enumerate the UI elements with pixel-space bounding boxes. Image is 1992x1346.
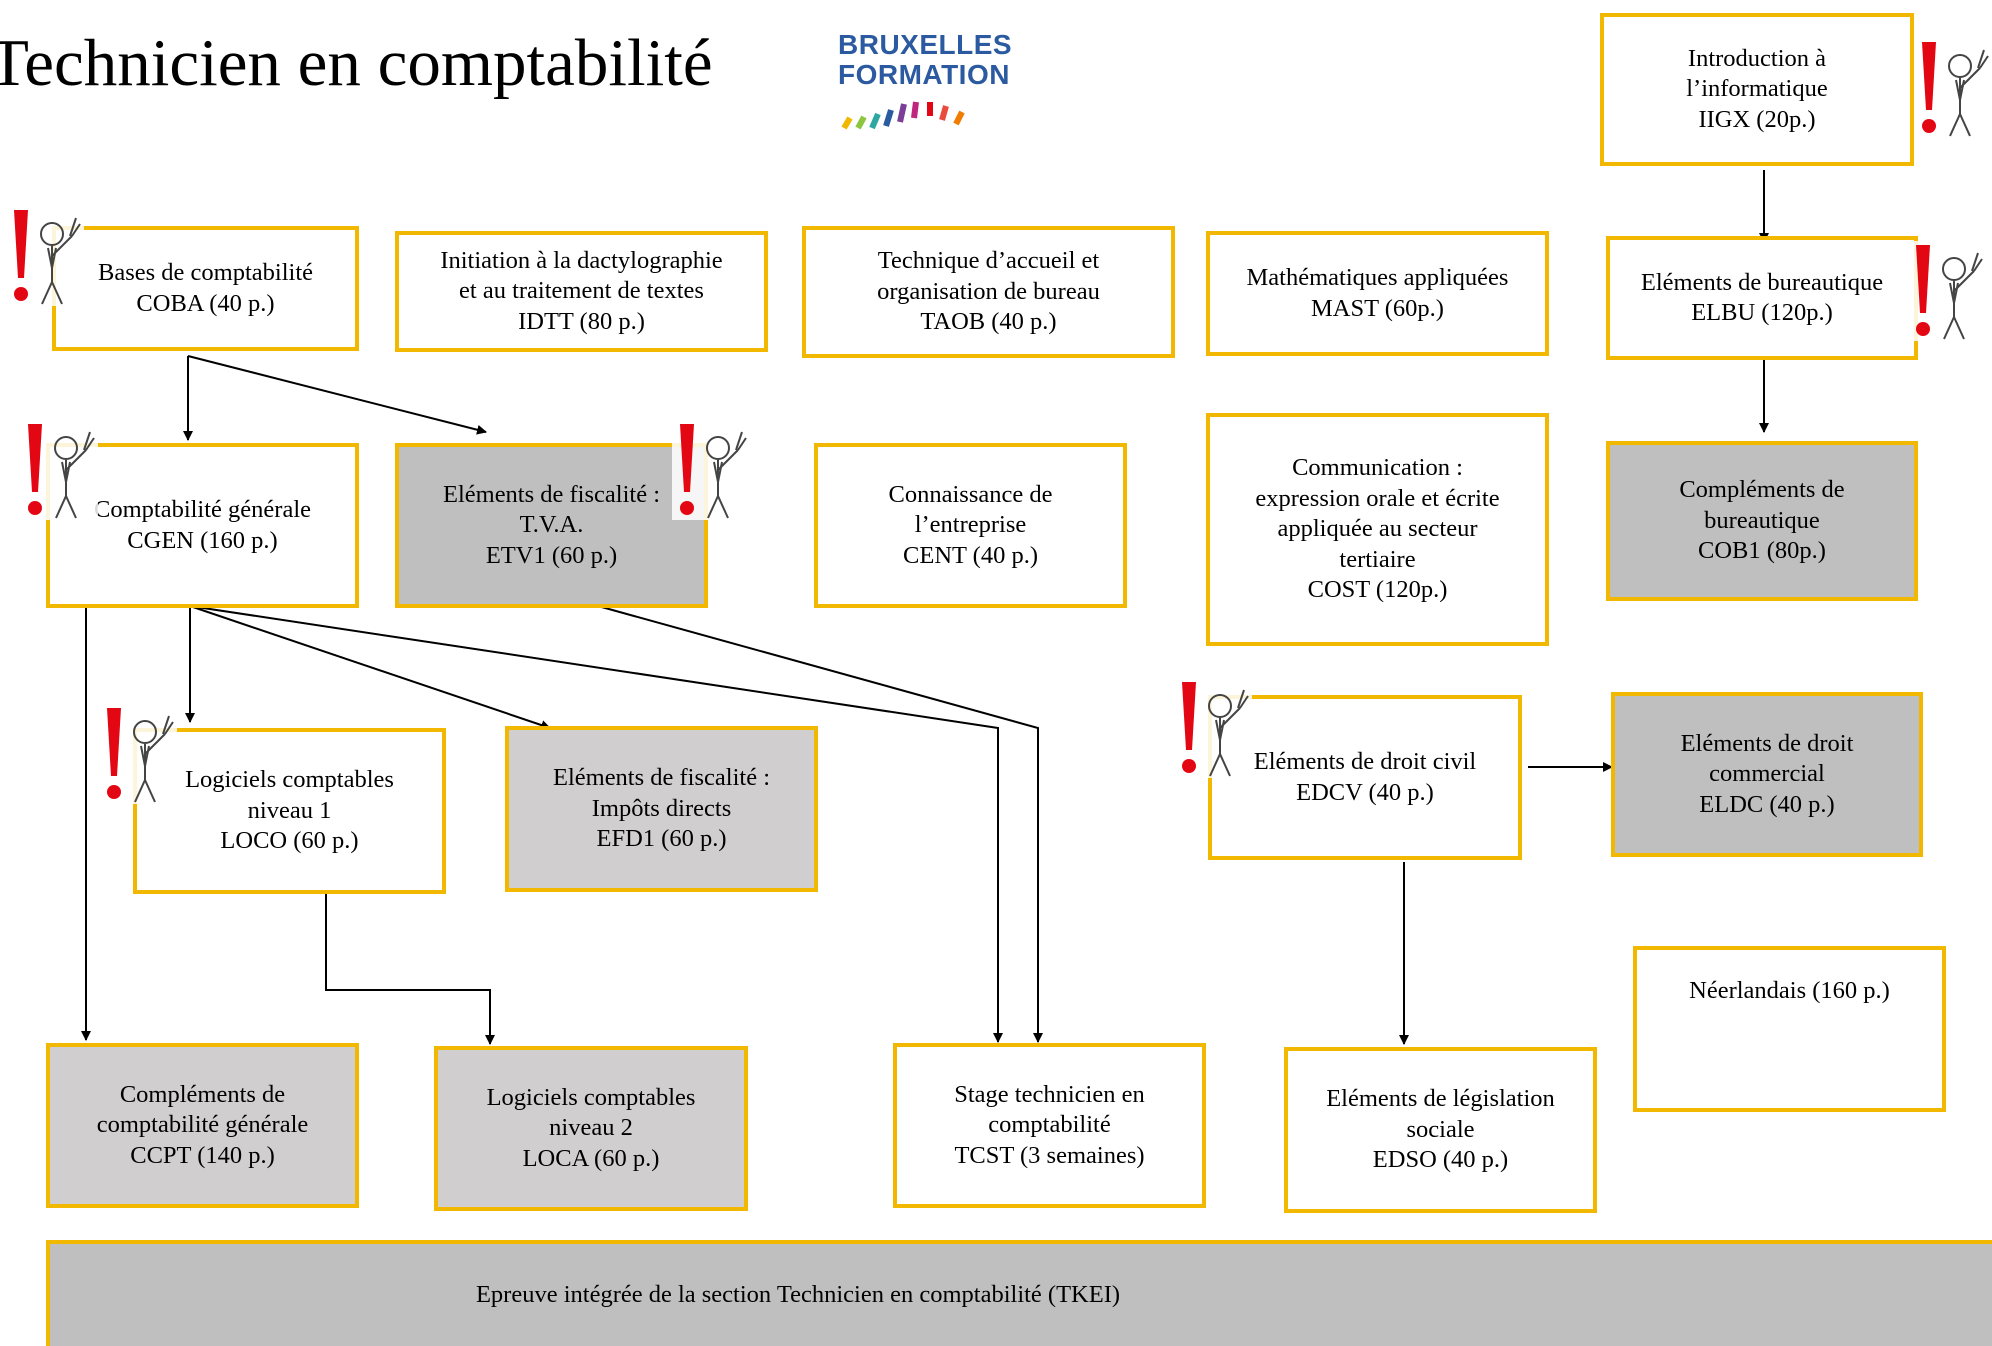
warning-cartoon-icon <box>20 420 98 520</box>
logo-line-1: BRUXELLES <box>838 29 1013 60</box>
course-idtt: Initiation à la dactylographie et au tra… <box>395 231 768 352</box>
arrow-cgen-efd1 <box>189 605 551 730</box>
course-cent: Connaissance de l’entreprise CENT (40 p.… <box>814 443 1127 608</box>
course-loca: Logiciels comptables niveau 2 LOCA (60 p… <box>434 1046 748 1211</box>
arrow-cgen-tcst <box>189 605 1003 1043</box>
logo-stripes-icon <box>841 101 965 130</box>
course-loco: Logiciels comptables niveau 1 LOCO (60 p… <box>133 728 446 894</box>
course-neer: Néerlandais (160 p.) <box>1633 946 1946 1112</box>
integrated-exam-bar: Epreuve intégrée de la section Technicie… <box>46 1240 1992 1346</box>
course-efd1: Eléments de fiscalité : Impôts directs E… <box>505 726 818 892</box>
course-ccpt: Compléments de comptabilité générale CCP… <box>46 1043 359 1208</box>
course-edso: Eléments de législation sociale EDSO (40… <box>1284 1047 1597 1213</box>
arrow-coba-etv1 <box>187 355 487 435</box>
warning-cartoon-icon <box>1914 38 1992 138</box>
course-iigx: Introduction à l’informatique IIGX (20p.… <box>1600 13 1914 166</box>
course-etv1: Eléments de fiscalité : T.V.A. ETV1 (60 … <box>395 443 708 608</box>
course-cgen: Comptabilité générale CGEN (160 p.) <box>46 443 359 608</box>
course-eldc: Eléments de droit commercial ELDC (40 p.… <box>1611 692 1923 857</box>
warning-cartoon-icon <box>672 420 750 520</box>
course-edcv: Eléments de droit civil EDCV (40 p.) <box>1208 695 1522 860</box>
integrated-exam-label: Epreuve intégrée de la section Technicie… <box>475 1281 1121 1308</box>
course-tcst: Stage technicien en comptabilité TCST (3… <box>893 1043 1206 1208</box>
arrow-loco-loca <box>325 894 495 1045</box>
bruxelles-formation-logo: BRUXELLES FORMATION <box>838 30 1018 140</box>
course-mast: Mathématiques appliquées MAST (60p.) <box>1206 231 1549 356</box>
course-cost: Communication : expression orale et écri… <box>1206 413 1549 646</box>
warning-cartoon-icon <box>1174 678 1252 778</box>
warning-cartoon-icon <box>6 206 84 306</box>
course-taob: Technique d’accueil et organisation de b… <box>802 226 1175 358</box>
course-elbu: Eléments de bureautique ELBU (120p.) <box>1606 236 1918 360</box>
course-cob1: Compléments de bureautique COB1 (80p.) <box>1606 441 1918 601</box>
page-title: Technicien en comptabilité <box>0 26 713 100</box>
warning-cartoon-icon <box>1908 241 1986 341</box>
course-coba: Bases de comptabilité COBA (40 p.) <box>52 226 359 351</box>
arrow-etv1-tcst <box>597 605 1043 1043</box>
warning-cartoon-icon <box>99 704 177 804</box>
logo-line-2: FORMATION <box>838 59 1010 90</box>
